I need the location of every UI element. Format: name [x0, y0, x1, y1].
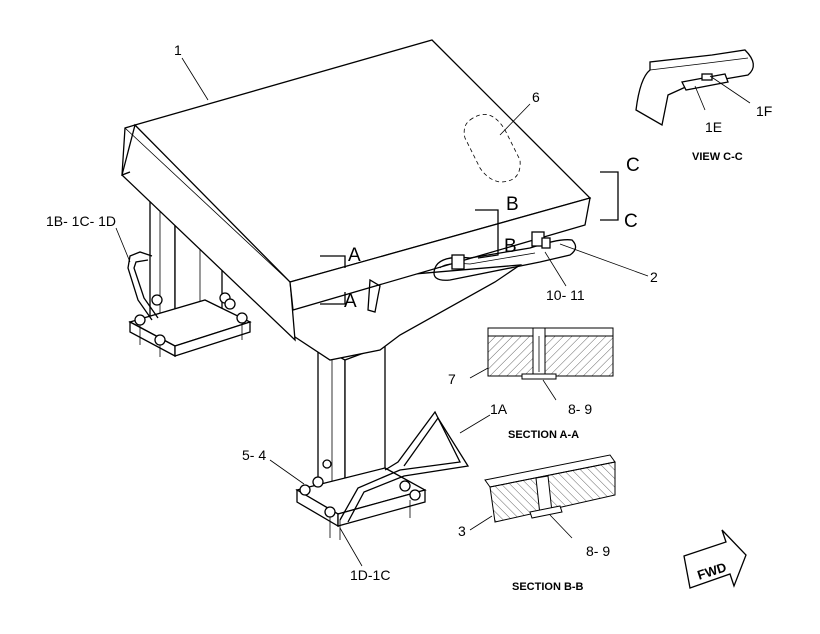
section-mark-a-bottom: A	[344, 291, 357, 312]
callout-8-9-section-b: 8- 9	[586, 543, 610, 559]
callout-1a: 1A	[490, 401, 508, 417]
caption-view-cc: VIEW C-C	[692, 151, 743, 163]
callout-6: 6	[532, 89, 540, 105]
callout-10-11: 10- 11	[546, 287, 585, 303]
section-mark-c-top: C	[626, 155, 640, 176]
section-mark-b-top: B	[506, 194, 519, 215]
callout-1e: 1E	[705, 119, 722, 135]
view-cc-inset	[635, 49, 754, 127]
callout-5-4: 5- 4	[242, 447, 266, 463]
callout-1: 1	[174, 42, 182, 58]
section-aa-detail	[469, 327, 614, 401]
callout-7: 7	[448, 371, 456, 387]
callout-1f: 1F	[756, 103, 772, 119]
callout-3: 3	[458, 523, 466, 539]
section-mark-a-top: A	[348, 245, 361, 266]
callout-labels: 1 6 1B- 1C- 1D 2 10- 11 7 8- 9 1A 5- 4 3…	[46, 42, 772, 583]
section-mark-c-bottom: C	[624, 211, 638, 232]
callout-2: 2	[650, 269, 658, 285]
caption-section-bb: SECTION B-B	[512, 581, 584, 593]
callout-1d-1c: 1D-1C	[350, 567, 390, 583]
section-mark-b-bottom: B	[504, 236, 517, 257]
section-cut-lines	[320, 171, 619, 305]
callout-8-9-section-a: 8- 9	[568, 401, 592, 417]
center-support-leg	[295, 343, 470, 540]
captions: VIEW C-C SECTION A-A SECTION B-B	[508, 151, 743, 593]
caption-section-aa: SECTION A-A	[508, 429, 579, 441]
forward-arrow-icon: FWD	[683, 529, 747, 589]
callout-1b-1c-1d: 1B- 1C- 1D	[46, 213, 116, 229]
section-bb-detail	[469, 454, 616, 539]
section-mark-labels: A A B B C C	[344, 155, 640, 312]
table-housing	[121, 39, 592, 361]
leader-lines	[115, 57, 649, 567]
